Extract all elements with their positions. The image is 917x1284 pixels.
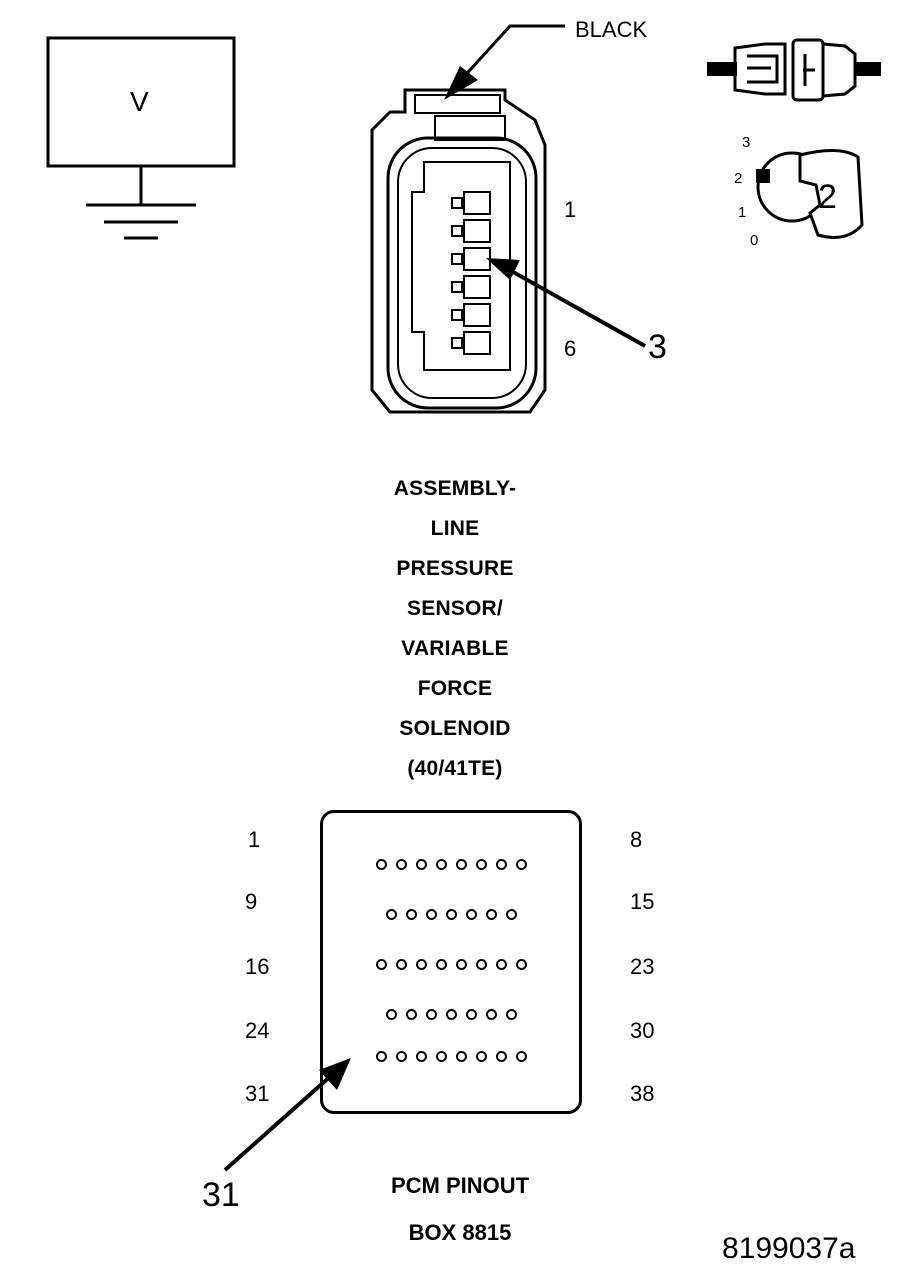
back-probe-connector-icon — [707, 38, 881, 102]
title-line-3: PRESSURE — [396, 557, 514, 580]
title-line-8: (40/41TE) — [407, 757, 503, 780]
pcm-pin — [475, 859, 487, 870]
pcm-pin — [445, 1009, 457, 1020]
pcm-pin-callout: 31 — [202, 1176, 240, 1214]
pcm-right-label-row-2: 15 — [630, 889, 655, 914]
pcm-pin — [395, 959, 407, 970]
pcm-pin — [405, 909, 417, 920]
pcm-right-label-row-1: 8 — [630, 827, 643, 852]
pcm-right-label-row-5: 38 — [630, 1081, 655, 1106]
figure-id: 8199037a — [722, 1232, 856, 1265]
pcm-pin — [495, 1051, 507, 1062]
pcm-pin — [475, 959, 487, 970]
key-position-2: 2 — [734, 170, 743, 187]
pcm-pin — [385, 909, 397, 920]
sensor-connector-drawing — [370, 24, 646, 414]
pcm-pin — [475, 1051, 487, 1062]
pcm-pin — [485, 909, 497, 920]
connector-color-label: BLACK — [575, 17, 648, 42]
connector-pin-last-label: 6 — [564, 336, 577, 361]
title-line-2: LINE — [430, 517, 480, 540]
pcm-pin — [415, 1051, 427, 1062]
key-position-0: 0 — [750, 232, 759, 249]
pcm-pin — [385, 1009, 397, 1020]
pcm-left-label-row-1: 1 — [248, 827, 261, 852]
pcm-pin — [435, 959, 447, 970]
pcm-pin — [515, 1051, 527, 1062]
pcm-right-label-row-4: 30 — [630, 1018, 655, 1043]
pcm-pin — [435, 859, 447, 870]
voltmeter-symbol — [46, 36, 236, 240]
pcm-right-label-row-3: 23 — [630, 954, 655, 979]
voltmeter-label: V — [130, 86, 149, 117]
pcm-pin — [495, 859, 507, 870]
pcm-caption-line-2: BOX 8815 — [408, 1220, 512, 1245]
key-selected-position: 2 — [818, 178, 837, 216]
pcm-left-label-row-4: 24 — [245, 1018, 270, 1043]
pin-row-3 — [323, 959, 579, 970]
pcm-pin — [415, 959, 427, 970]
title-line-5: VARIABLE — [401, 637, 509, 660]
pcm-pin — [375, 1051, 387, 1062]
key-position-3: 3 — [742, 134, 751, 151]
pcm-pin — [465, 909, 477, 920]
pcm-pin — [455, 859, 467, 870]
pcm-pin — [485, 1009, 497, 1020]
pcm-pin — [425, 1009, 437, 1020]
pcm-pin — [435, 1051, 447, 1062]
pcm-pin — [425, 909, 437, 920]
pcm-pin — [455, 959, 467, 970]
pcm-pin — [395, 1051, 407, 1062]
pcm-pin — [515, 859, 527, 870]
pin-row-5 — [323, 1051, 579, 1062]
pin-row-2 — [323, 909, 579, 920]
pin-row-4 — [323, 1009, 579, 1020]
title-line-7: SOLENOID — [399, 717, 511, 740]
pcm-pin — [465, 1009, 477, 1020]
key-position-1: 1 — [738, 204, 747, 221]
pin-31-callout-arrow — [223, 1058, 351, 1172]
title-line-1: ASSEMBLY- — [393, 477, 517, 500]
pcm-left-label-row-5: 31 — [245, 1081, 270, 1106]
pcm-pin — [505, 909, 517, 920]
pcm-left-label-row-3: 16 — [245, 954, 270, 979]
pcm-pin — [495, 959, 507, 970]
ignition-key-icon — [756, 149, 864, 239]
connector-pin-callout: 3 — [648, 328, 667, 366]
pcm-pin — [395, 859, 407, 870]
pcm-pin — [375, 859, 387, 870]
pcm-pin — [445, 909, 457, 920]
pcm-pinout-box — [320, 810, 582, 1114]
title-line-4: SENSOR/ — [407, 597, 503, 620]
pcm-pin — [375, 959, 387, 970]
pcm-pin — [405, 1009, 417, 1020]
pcm-pin — [515, 959, 527, 970]
pin-row-1 — [323, 859, 579, 870]
pcm-left-label-row-2: 9 — [245, 889, 258, 914]
connector-pin-first-label: 1 — [564, 197, 577, 222]
pcm-pin — [455, 1051, 467, 1062]
pcm-pin — [415, 859, 427, 870]
title-line-6: FORCE — [417, 677, 493, 700]
pcm-caption-line-1: PCM PINOUT — [390, 1173, 530, 1198]
pcm-pin — [505, 1009, 517, 1020]
